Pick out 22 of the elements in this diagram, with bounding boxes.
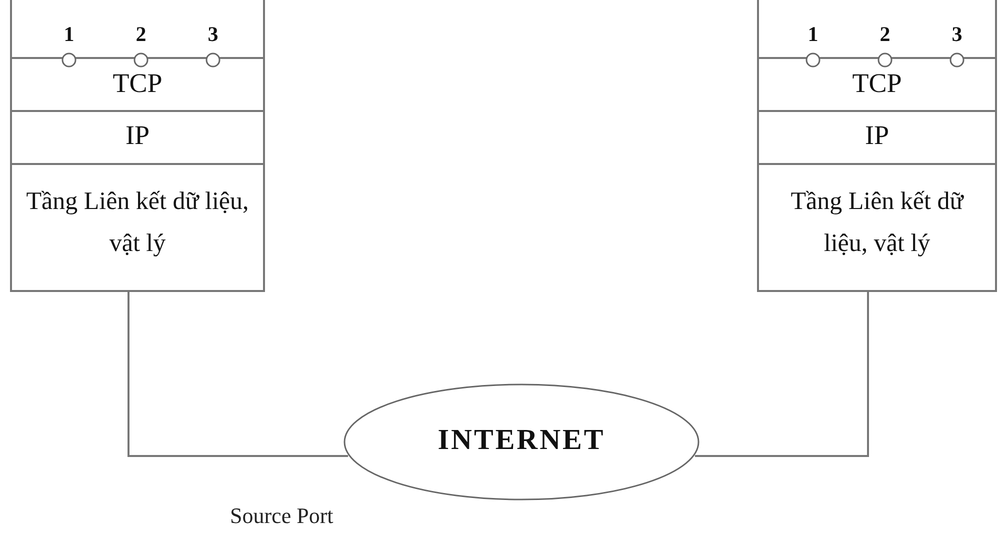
port-number: 1 bbox=[808, 22, 818, 46]
layer-label: Tầng Liên kết dữ liệu, vật lý bbox=[790, 187, 965, 259]
connector-line bbox=[694, 292, 869, 457]
port-number: 2 bbox=[136, 22, 146, 46]
port-caption: Source Port bbox=[230, 503, 334, 529]
port-number: 3 bbox=[208, 22, 218, 46]
connector-line bbox=[128, 292, 348, 457]
protocol-layer-box bbox=[757, 110, 997, 165]
protocol-layer-box bbox=[757, 163, 997, 292]
port-number: 2 bbox=[880, 22, 890, 46]
network-label: INTERNET bbox=[438, 423, 606, 457]
port-number: 3 bbox=[952, 22, 962, 46]
protocol-layer-box bbox=[757, 0, 997, 112]
layer-label: Tầng Liên kết dữ liệu, vật lý bbox=[25, 187, 250, 259]
layer-label: TCP bbox=[852, 68, 902, 98]
protocol-layer-box bbox=[10, 0, 265, 112]
layer-label: IP bbox=[864, 120, 889, 150]
layer-label: TCP bbox=[112, 68, 162, 98]
port-number: 1 bbox=[64, 22, 74, 46]
protocol-layer-box bbox=[10, 110, 265, 165]
layer-label: IP bbox=[125, 120, 150, 150]
protocol-layer-box bbox=[10, 163, 265, 292]
